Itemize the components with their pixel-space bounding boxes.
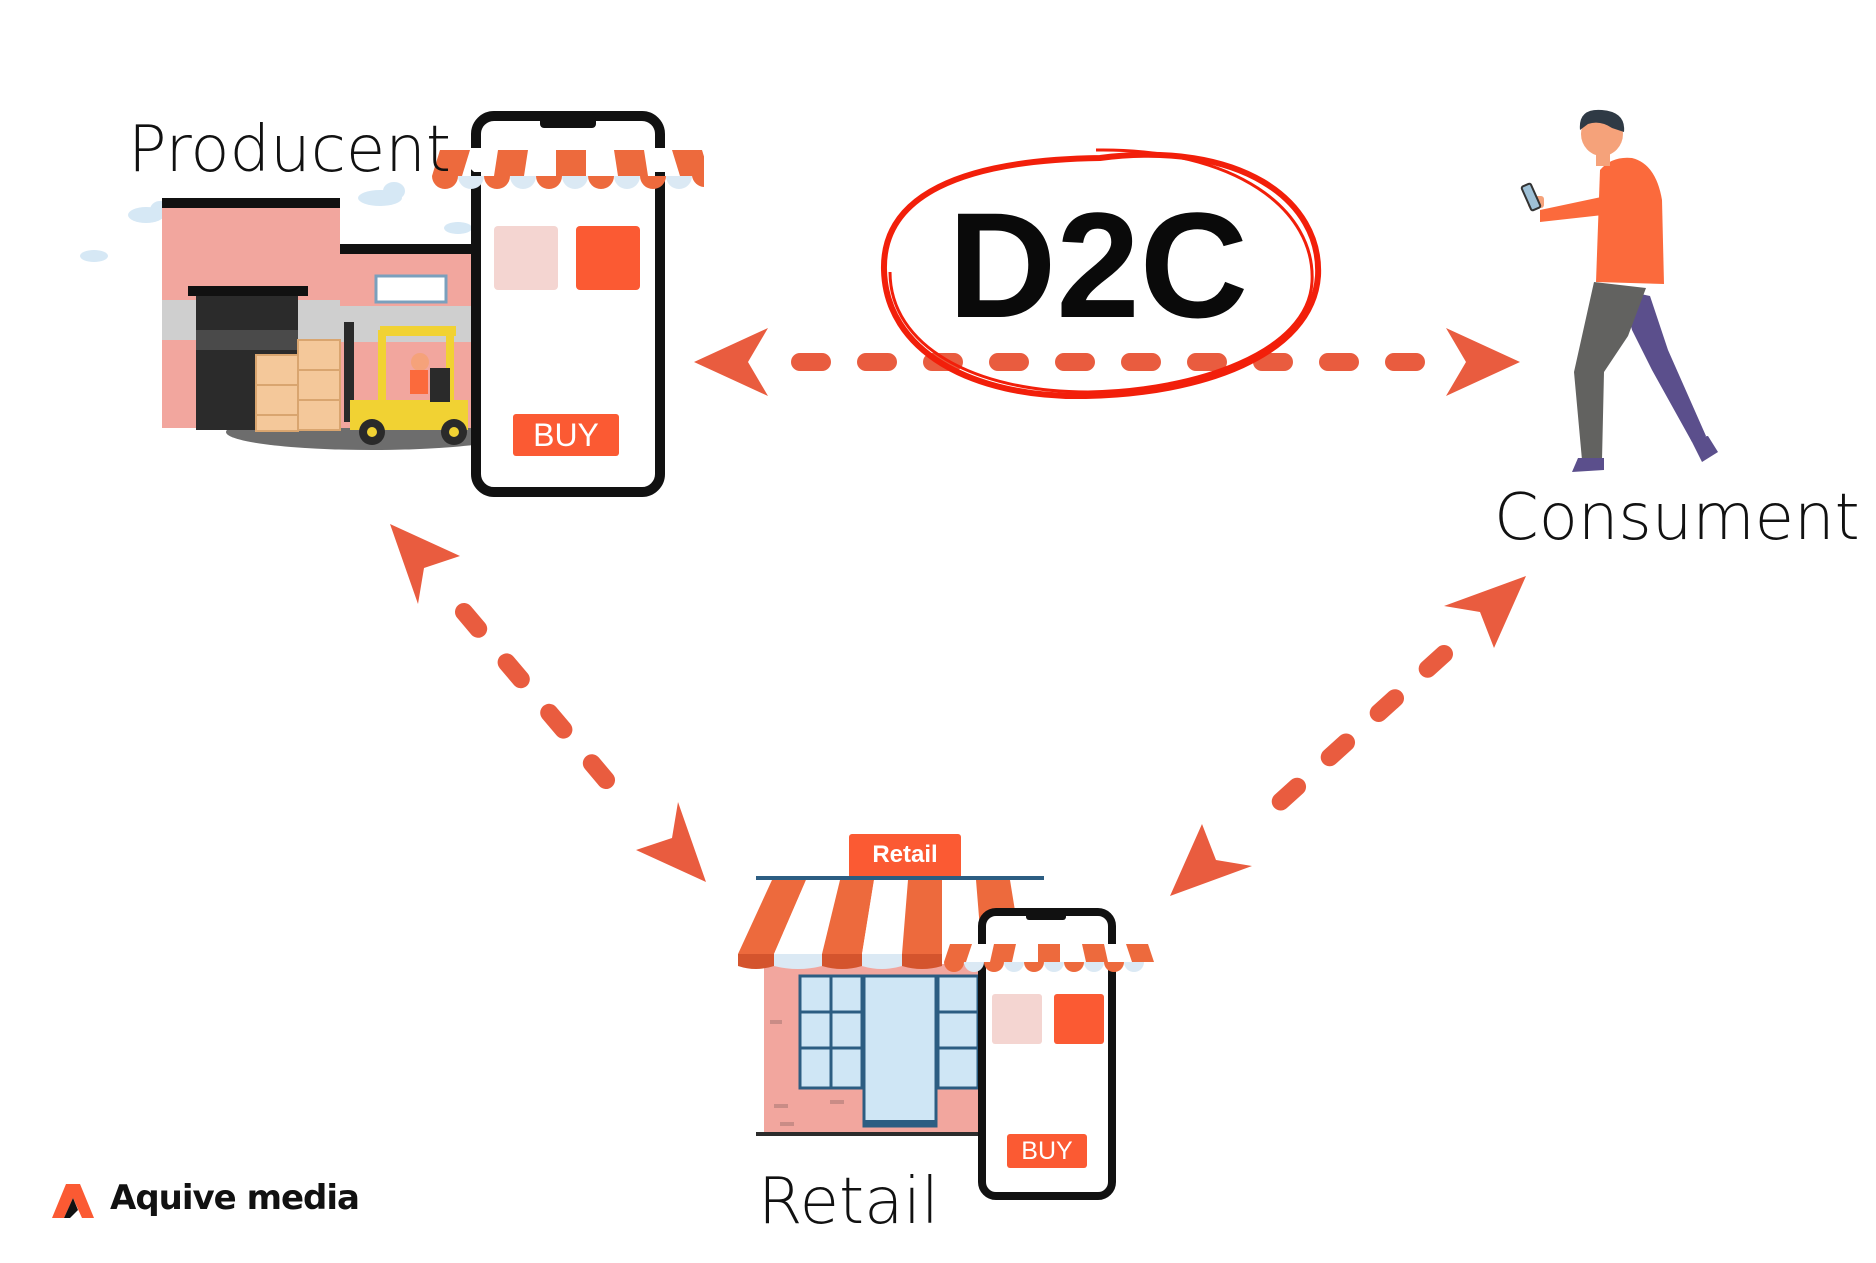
- aquive-logo-icon: [52, 1184, 94, 1218]
- producent-label: Producent: [128, 113, 451, 187]
- brand-name: Aquive media: [110, 1178, 360, 1218]
- smartphone-shop-icon: [432, 111, 704, 497]
- warehouse-forklift-illustration: [80, 182, 518, 450]
- retail-sign: Retail: [849, 834, 961, 876]
- smartphone-shop-icon-small: [944, 908, 1154, 1200]
- retail-store-illustration: [738, 876, 1044, 1136]
- d2c-title: D2C: [948, 181, 1249, 349]
- person-with-phone-illustration: [1520, 109, 1718, 472]
- brand-logo: Aquive media: [54, 1178, 360, 1218]
- arrow-consument-retail: [1170, 576, 1526, 896]
- consument-label: Consument: [1494, 481, 1860, 555]
- arrow-producent-retail: [390, 524, 706, 882]
- buy-button-bottom: BUY: [1007, 1134, 1087, 1168]
- buy-button-top: BUY: [513, 414, 619, 456]
- d2c-highlight-ellipse: [880, 148, 1322, 400]
- arrow-producent-consument: [694, 328, 1520, 396]
- retail-label: Retail: [758, 1165, 939, 1239]
